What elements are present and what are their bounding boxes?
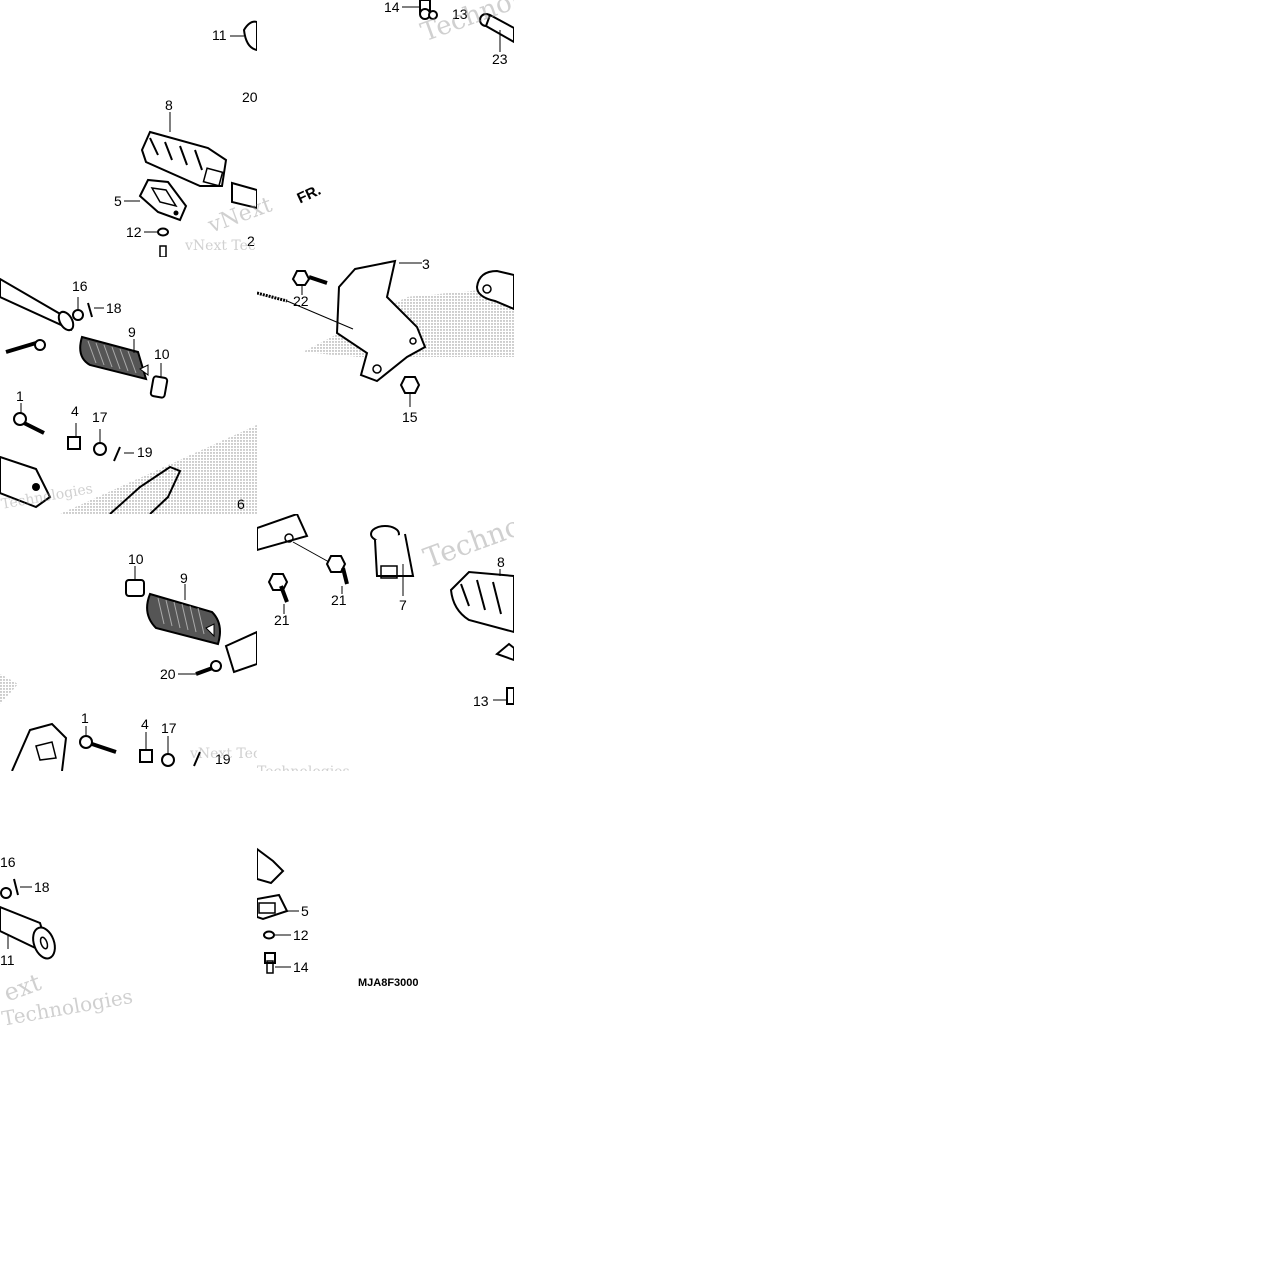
part-5-shape [257, 893, 289, 921]
part-4-shape [139, 749, 153, 763]
callout-14: 14 [384, 0, 400, 15]
callout-21: 21 [331, 592, 347, 608]
callout-10: 10 [128, 551, 144, 567]
callout-4: 4 [71, 403, 79, 419]
tile-footpeg-bolts-right: 21 21 7 8 13 Technologies [257, 514, 514, 771]
part-21-shape [267, 573, 289, 603]
part-3-shape [335, 259, 427, 383]
part-9-shape [79, 335, 149, 381]
watermark-text: vNext Tec [185, 238, 256, 254]
part-14-shape [419, 0, 431, 20]
part-1-shape [79, 735, 93, 749]
part-6-shape [109, 465, 182, 514]
part-17-shape [161, 753, 175, 767]
part-13-shape [506, 687, 514, 705]
tile-footpeg-assembly-left: 16 18 9 10 1 4 17 19 6 Technologies [0, 257, 257, 514]
callout-19: 19 [215, 751, 231, 767]
part-8-shape [140, 130, 228, 187]
callout-1: 1 [81, 710, 89, 726]
part-21-shape [325, 555, 349, 585]
callout-1: 1 [16, 388, 24, 404]
diagram-code: MJA8F3000 [358, 977, 419, 989]
callout-23: 23 [492, 51, 508, 67]
callout-7: 7 [399, 597, 407, 613]
part-16-shape [72, 309, 84, 321]
callout-16: 16 [72, 278, 88, 294]
part-14-shape [264, 952, 276, 974]
part-8-shape [449, 570, 514, 634]
callout-6: 6 [237, 496, 245, 512]
footpeg-rubber-drawing [124, 20, 257, 257]
tile-bolts-top: 14 13 23 Technologies [257, 0, 514, 257]
callout-8: 8 [497, 554, 505, 570]
callout-11: 11 [0, 952, 15, 968]
part-12-shape [157, 227, 169, 237]
callout-9: 9 [128, 324, 136, 340]
callout-12: 12 [293, 927, 309, 943]
callout-12: 12 [126, 224, 142, 240]
callout-21: 21 [274, 612, 290, 628]
callout-20: 20 [242, 89, 257, 105]
callout-15: 15 [402, 409, 418, 425]
part-1-shape [13, 412, 27, 426]
callout-9: 9 [180, 570, 188, 586]
part-13-shape [428, 10, 438, 20]
part-11-shape [242, 20, 257, 52]
tile-footpeg-rubber-left: 11 20 8 5 12 2 vNext Tec [0, 0, 257, 257]
callout-19: 19 [137, 444, 153, 460]
callout-17: 17 [161, 720, 177, 736]
part-11-shape [0, 905, 56, 960]
tile-plate-bolts-lower: 5 12 14 MJA8F3000 [257, 771, 514, 1028]
part-10-shape [125, 579, 145, 597]
part-19-shape [193, 751, 201, 767]
tile-bracket-right: 3 22 15 [257, 257, 514, 514]
part-15-shape [399, 376, 421, 394]
part-12-shape [263, 930, 275, 940]
callout-20: 20 [160, 666, 176, 682]
part-4-shape [67, 436, 81, 450]
callout-10: 10 [154, 346, 170, 362]
callout-18: 18 [106, 300, 122, 316]
callout-13: 13 [452, 6, 468, 22]
callout-5: 5 [114, 193, 122, 209]
watermark-text: vNext Tec [190, 746, 257, 762]
callout-17: 17 [92, 409, 108, 425]
part-7-shape [370, 525, 415, 579]
tile-footpeg-assembly-right: 10 9 20 1 4 17 19 vNext Tec [0, 514, 257, 771]
callout-2: 2 [247, 233, 255, 249]
callout-8: 8 [165, 97, 173, 113]
part-9-shape [146, 592, 221, 646]
part-10-shape [149, 375, 169, 399]
callout-11: 11 [212, 27, 227, 43]
tile-footpeg-tube-lower: 16 18 11 ext Technologies [0, 771, 257, 1028]
part-18-shape [13, 878, 19, 896]
callout-22: 22 [293, 293, 309, 309]
callout-16: 16 [0, 854, 16, 870]
callout-13: 13 [473, 693, 489, 709]
part-5-shape [138, 178, 188, 222]
callout-3: 3 [422, 257, 430, 272]
part-19-shape [113, 446, 121, 462]
part-17-shape [93, 442, 107, 456]
callout-4: 4 [141, 716, 149, 732]
part-18-shape [87, 302, 93, 318]
part-16-shape [0, 887, 12, 899]
part-22-shape [291, 270, 328, 286]
part-23-shape [479, 13, 514, 44]
callout-18: 18 [34, 879, 50, 895]
callout-14: 14 [293, 959, 309, 975]
callout-5: 5 [301, 903, 309, 919]
